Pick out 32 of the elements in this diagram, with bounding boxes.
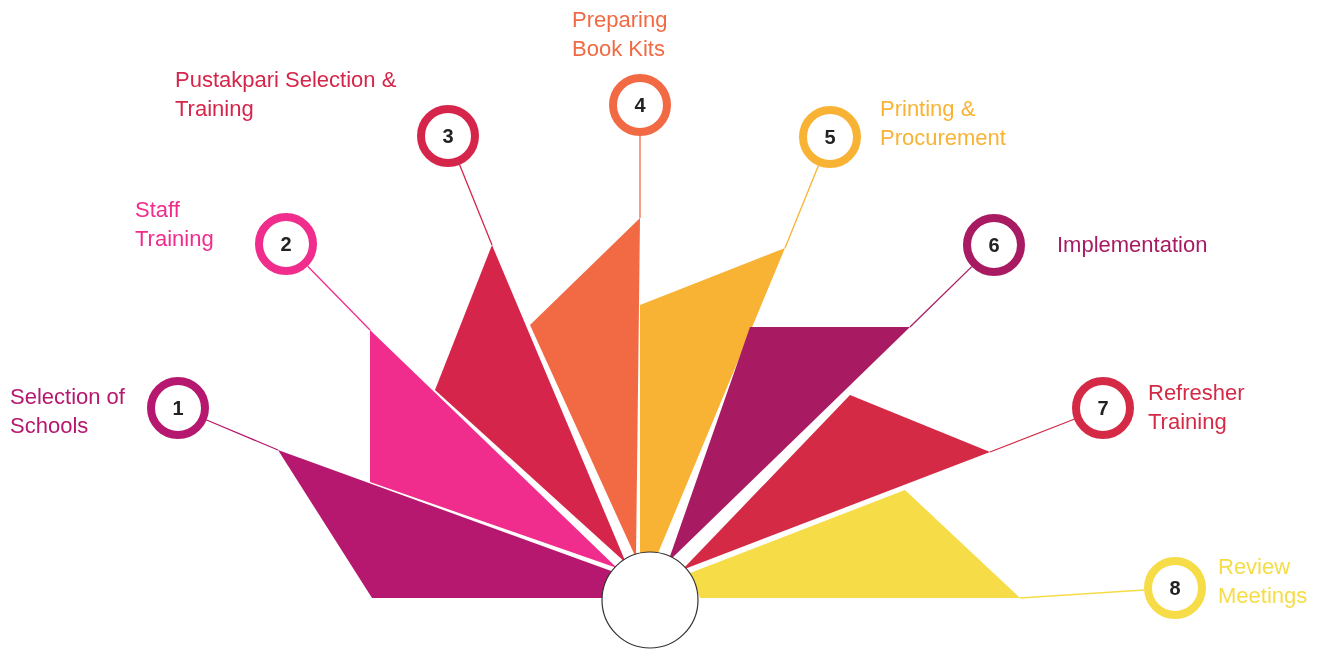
step-circle (963, 214, 1025, 276)
step-number: 3 (442, 124, 454, 148)
step-label: Staff Training (135, 196, 215, 253)
leader-line (989, 418, 1075, 453)
step-label: Pustakpari Selection & Training (175, 66, 398, 123)
step-number: 2 (280, 232, 292, 256)
fan-blade (370, 330, 617, 568)
step-number: 6 (988, 233, 1000, 257)
leader-line (1019, 589, 1145, 599)
step-label: Preparing Book Kits (572, 6, 669, 63)
leader-line (909, 266, 973, 328)
step-label: Printing & Procurement (880, 95, 1007, 152)
leader-line (307, 265, 371, 331)
step-number: 7 (1097, 396, 1109, 420)
step-number: 8 (1169, 576, 1181, 600)
fan-blade (435, 245, 626, 563)
leader-line (784, 165, 819, 249)
step-circle (255, 213, 317, 275)
step-label: Review Meetings (1218, 553, 1309, 610)
step-label: Refresher Training (1148, 379, 1246, 436)
step-label: Selection of Schools (10, 383, 126, 440)
fan-blade (278, 450, 614, 598)
leader-line (458, 164, 493, 246)
center-circle (601, 551, 699, 649)
fan-blade (682, 395, 990, 570)
fan-blade (690, 490, 1020, 598)
step-label: Implementation (1057, 231, 1209, 259)
leader-line (639, 135, 641, 219)
step-number: 1 (172, 396, 184, 420)
step-number: 4 (634, 93, 646, 117)
leader-line (205, 419, 279, 451)
step-number: 5 (824, 125, 836, 149)
